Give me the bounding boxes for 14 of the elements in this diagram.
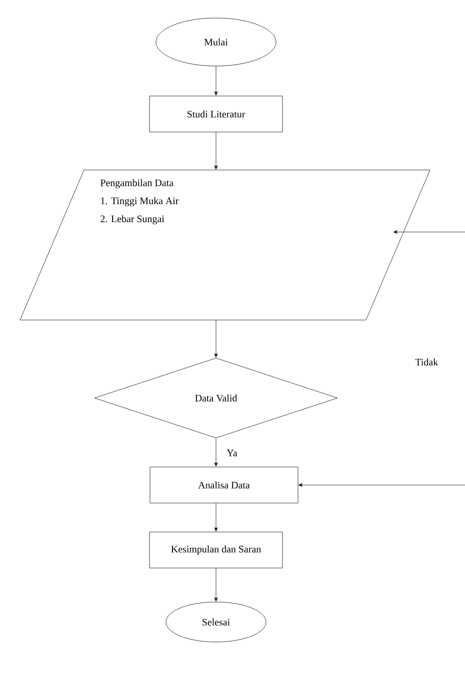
process-box: Studi Literatur	[149, 96, 283, 132]
arrow	[214, 503, 218, 532]
arrow	[214, 320, 218, 358]
process-box: Kesimpulan dan Saran	[149, 532, 283, 568]
branch-label: Tidak	[415, 358, 438, 366]
arrow	[393, 230, 465, 234]
process-box: Analisa Data	[150, 466, 298, 504]
arrow	[214, 568, 218, 602]
edge-label: Ya	[226, 448, 238, 458]
arrow	[214, 438, 218, 466]
arrow	[214, 66, 218, 96]
data-parallelogram: Pengambilan Data 1. Tinggi Muka Air 2. Lebar Sungai	[20, 170, 430, 320]
arrow	[214, 132, 218, 170]
arrow	[298, 483, 465, 487]
